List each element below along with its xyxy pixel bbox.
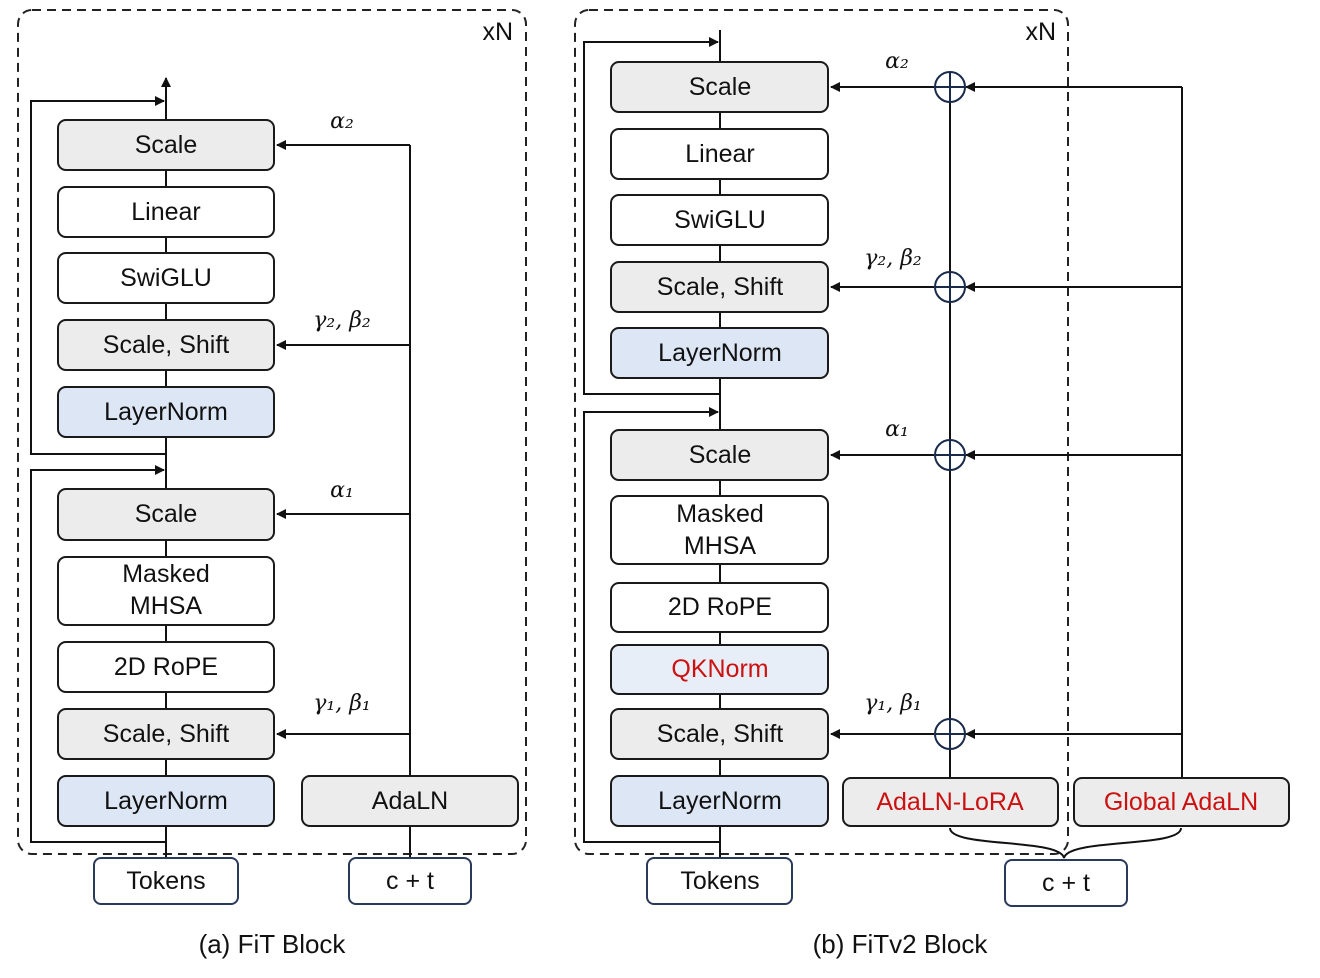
fitv2-layer-masked-mhsa: Masked MHSA (610, 495, 829, 565)
svg-text:AdaLN: AdaLN (372, 787, 448, 815)
fitv2-repeat-frame (574, 9, 1069, 855)
svg-text:LayerNorm: LayerNorm (104, 398, 228, 426)
fitv2-param-gamma-beta1: γ₁, β₁ (864, 691, 922, 716)
svg-text:Scale, Shift: Scale, Shift (657, 720, 784, 748)
fit-layer-scale-shift2: Scale, Shift (57, 319, 275, 371)
svg-text:Scale, Shift: Scale, Shift (103, 331, 230, 359)
fit-layer-swiglu: SwiGLU (57, 252, 275, 304)
fitv2-layer-scale-shift2: Scale, Shift (610, 261, 829, 313)
svg-text:Global AdaLN: Global AdaLN (1104, 788, 1258, 816)
fit-layer-layernorm1: LayerNorm (57, 775, 275, 827)
svg-text:Linear: Linear (685, 140, 755, 168)
fit-param-gamma-beta1: γ₁, β₁ (313, 691, 371, 716)
fit-tokens-input: Tokens (93, 857, 239, 905)
svg-text:Scale: Scale (689, 73, 752, 101)
fit-repeat-frame (17, 9, 527, 855)
svg-text:SwiGLU: SwiGLU (120, 264, 212, 292)
fit-adaln-connections (276, 140, 411, 858)
fitv2-layer-layernorm2: LayerNorm (610, 327, 829, 379)
svg-text:Scale, Shift: Scale, Shift (103, 720, 230, 748)
fit-residual-1 (30, 465, 166, 843)
fit-layer-masked-mhsa: Masked MHSA (57, 556, 275, 626)
svg-text:c + t: c + t (386, 867, 434, 895)
svg-text:QKNorm: QKNorm (671, 655, 768, 683)
svg-text:AdaLN-LoRA: AdaLN-LoRA (876, 788, 1024, 816)
fitv2-layer-swiglu: SwiGLU (610, 194, 829, 246)
fitv2-repeat-label: xN (1025, 18, 1056, 46)
fitv2-param-alpha1: α₁ (885, 417, 909, 442)
fitv2-layer-layernorm1: LayerNorm (610, 775, 829, 827)
fit-param-gamma-beta2: γ₂, β₂ (313, 308, 371, 333)
svg-text:Linear: Linear (131, 198, 201, 226)
fit-condition-input: c + t (348, 857, 472, 905)
fitv2-global-adaln-box: Global AdaLN (1073, 777, 1290, 827)
fit-block: xN Scale (17, 9, 527, 959)
svg-text:Scale: Scale (135, 131, 198, 159)
fitv2-sum-node-gamma-beta1 (934, 718, 966, 750)
fit-param-alpha2: α₂ (330, 109, 354, 134)
svg-text:Scale: Scale (689, 441, 752, 469)
fitv2-layer-linear: Linear (610, 128, 829, 180)
fitv2-condition-brace (949, 827, 1182, 859)
fit-layer-layernorm2: LayerNorm (57, 386, 275, 438)
svg-text:Scale, Shift: Scale, Shift (657, 273, 784, 301)
fit-layer-scale1: Scale (57, 488, 275, 541)
svg-text:c + t: c + t (1042, 869, 1090, 897)
svg-text:Scale: Scale (135, 500, 198, 528)
fit-repeat-label: xN (482, 18, 513, 46)
svg-text:Tokens: Tokens (680, 867, 759, 895)
svg-text:LayerNorm: LayerNorm (658, 339, 782, 367)
fitv2-condition-input: c + t (1004, 859, 1128, 907)
fitv2-tokens-input: Tokens (646, 857, 793, 905)
fitv2-layer-2d-rope: 2D RoPE (610, 582, 829, 633)
fit-layer-2d-rope: 2D RoPE (57, 641, 275, 693)
fitv2-condition-connections (830, 72, 1183, 778)
fitv2-residual-2 (583, 37, 720, 395)
svg-text:LayerNorm: LayerNorm (104, 787, 228, 815)
fitv2-layer-qknorm: QKNorm (610, 644, 829, 695)
svg-text:MHSA: MHSA (130, 592, 203, 620)
fitv2-sum-node-alpha2 (934, 71, 966, 103)
fitv2-layer-scale1: Scale (610, 429, 829, 481)
fitv2-param-gamma-beta2: γ₂, β₂ (864, 246, 922, 271)
svg-text:MHSA: MHSA (684, 532, 757, 560)
fit-param-alpha1: α₁ (330, 478, 354, 503)
fit-caption: (a) FiT Block (199, 929, 347, 959)
svg-text:Masked: Masked (122, 560, 210, 588)
svg-text:2D RoPE: 2D RoPE (114, 653, 218, 681)
fit-layer-scale-shift1: Scale, Shift (57, 708, 275, 760)
fit-adaln-box: AdaLN (301, 775, 519, 827)
fitv2-param-alpha2: α₂ (885, 49, 909, 74)
fit-layer-linear: Linear (57, 186, 275, 238)
svg-text:Masked: Masked (676, 500, 764, 528)
svg-text:Tokens: Tokens (126, 867, 205, 895)
svg-text:SwiGLU: SwiGLU (674, 206, 766, 234)
fitv2-sum-node-alpha1 (934, 439, 966, 471)
svg-text:LayerNorm: LayerNorm (658, 787, 782, 815)
fitv2-residual-1 (583, 407, 720, 843)
fit-layer-scale2: Scale (57, 119, 275, 171)
svg-text:2D RoPE: 2D RoPE (668, 593, 772, 621)
fit-residual-2 (30, 96, 166, 455)
fitv2-layer-scale2: Scale (610, 61, 829, 113)
fitv2-caption: (b) FiTv2 Block (813, 929, 989, 959)
fitv2-sum-node-gamma-beta2 (934, 271, 966, 303)
fitv2-block: xN (574, 9, 1290, 959)
fitv2-adaln-lora-box: AdaLN-LoRA (842, 777, 1059, 827)
fitv2-layer-scale-shift1: Scale, Shift (610, 708, 829, 760)
